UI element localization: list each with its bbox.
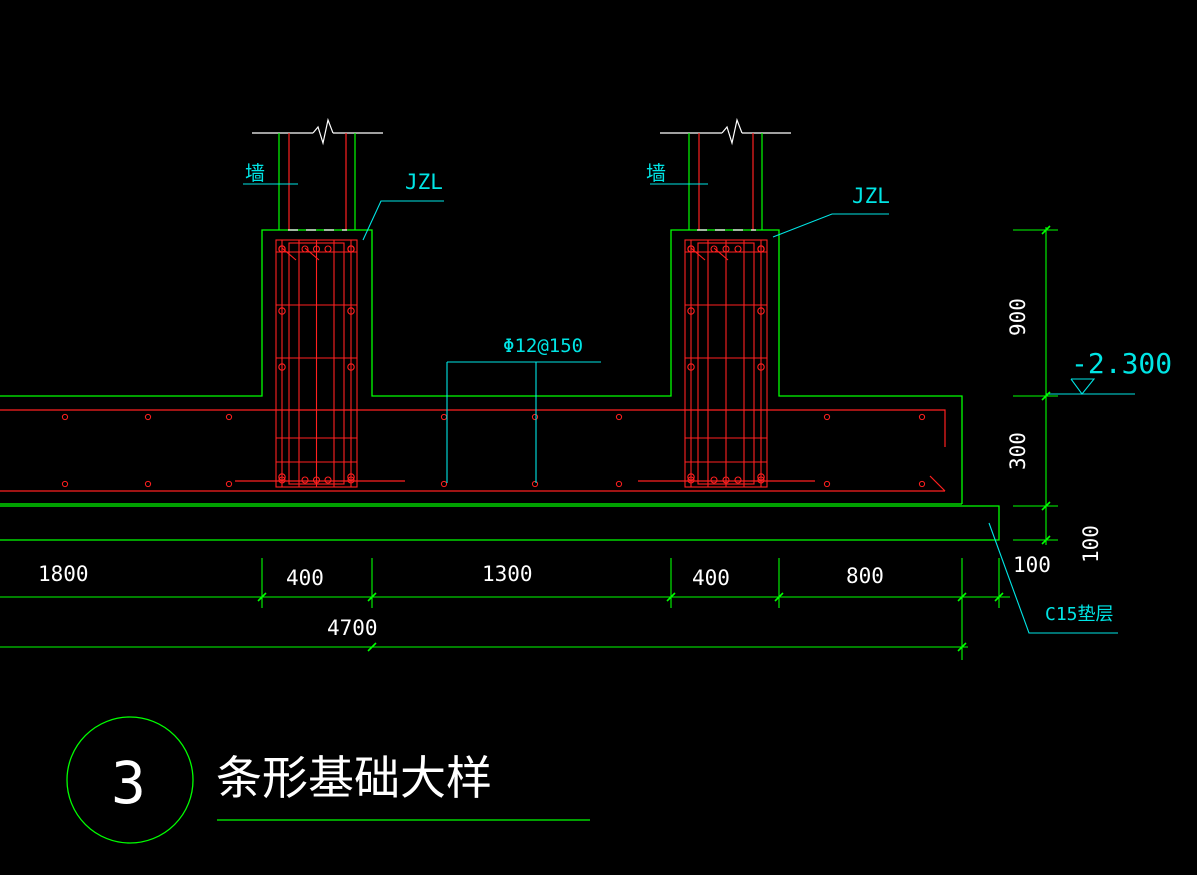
- pad-label: C15垫层: [1045, 604, 1114, 625]
- beam-cage-right: [684, 239, 768, 488]
- slab-rebar-dots: [61, 413, 926, 488]
- wall-stubs: [252, 117, 791, 231]
- cage-dot: [734, 245, 742, 253]
- cage-dot: [757, 245, 765, 253]
- stirrup-hook: [713, 247, 729, 261]
- rebar-dot: [615, 480, 623, 488]
- cage-dot: [301, 245, 309, 253]
- cage-dot: [710, 476, 718, 484]
- dim-300: 300: [1006, 432, 1030, 470]
- cage-dot: [278, 363, 286, 371]
- cage-dot: [278, 245, 286, 253]
- cage-dot: [734, 476, 742, 484]
- cage-dot: [757, 476, 765, 484]
- rebar-dot: [61, 413, 69, 421]
- cage-dot: [347, 307, 355, 315]
- annotation-labels: 墙 墙 JZL JZL Φ12@150 -2.300 C15垫层: [245, 161, 1172, 625]
- cage-dot: [687, 473, 695, 481]
- cage-dot: [687, 476, 695, 484]
- dim-900: 900: [1006, 298, 1030, 336]
- rebar-dot: [531, 480, 539, 488]
- rebar-dot: [144, 480, 152, 488]
- cage-dot: [347, 245, 355, 253]
- c15-pad-outline: [0, 505, 1000, 541]
- cage-dot: [278, 473, 286, 481]
- cage-dot: [687, 307, 695, 315]
- rebar-dot: [440, 413, 448, 421]
- rebar-dot: [615, 413, 623, 421]
- cage-dot: [278, 476, 286, 484]
- stirrup-hook: [690, 247, 706, 261]
- cage-dot: [312, 476, 321, 484]
- wall-label-right: 墙: [646, 161, 666, 185]
- rebar-dot: [918, 413, 926, 421]
- rebar-dot: [144, 413, 152, 421]
- cage-dot: [301, 476, 309, 484]
- rebar-label: Φ12@150: [503, 335, 583, 357]
- dim-100-right: 100: [1079, 525, 1103, 563]
- cage-dot: [722, 476, 730, 484]
- beam-label-right: JZL: [852, 184, 890, 208]
- rebar-dot: [440, 480, 448, 488]
- dim-400-right: 400: [692, 566, 730, 590]
- cage-dot: [324, 245, 332, 253]
- dimension-lines: [0, 227, 1058, 660]
- elevation-label: -2.300: [1071, 347, 1172, 380]
- cage-dot: [757, 473, 765, 481]
- rebar-dot: [61, 480, 69, 488]
- detail-title: 条形基础大样: [216, 751, 492, 805]
- rebar-dot: [531, 413, 539, 421]
- rebar-dot: [823, 480, 831, 488]
- dim-100-bottom: 100: [1013, 553, 1051, 577]
- stirrup-hook: [281, 247, 297, 261]
- beam-cage-left: [275, 239, 358, 488]
- dim-1300: 1300: [482, 562, 533, 586]
- rebar-dot: [225, 480, 233, 488]
- dim-4700: 4700: [327, 616, 378, 640]
- rebar-dot: [918, 480, 926, 488]
- cage-dot: [278, 307, 286, 315]
- cage-dot: [710, 245, 718, 253]
- cage-dot: [347, 363, 355, 371]
- detail-number: 3: [111, 749, 146, 817]
- dimension-ticks: [257, 225, 1051, 652]
- detail-number-circle: [66, 716, 194, 844]
- foundation-outline: [0, 229, 1000, 541]
- beam-label-left: JZL: [405, 170, 443, 194]
- dim-1800: 1800: [38, 562, 89, 586]
- stirrup-hook: [304, 247, 320, 261]
- dimension-labels: 1800 400 1300 400 800 100 4700 900 300 1…: [38, 298, 1103, 640]
- leaders: [243, 183, 1135, 634]
- cage-dot: [347, 476, 355, 484]
- cage-dot: [687, 245, 695, 253]
- detail-title-block: 3 条形基础大样: [66, 716, 590, 844]
- cage-dot: [757, 363, 765, 371]
- cage-dot: [722, 245, 730, 253]
- cage-dot: [312, 245, 321, 253]
- cage-dot: [324, 476, 332, 484]
- cage-dot: [347, 473, 355, 481]
- wall-label-left: 墙: [245, 161, 265, 185]
- rebar-dot: [823, 413, 831, 421]
- dim-800: 800: [846, 564, 884, 588]
- cage-dot: [687, 363, 695, 371]
- slab-rebar: [0, 409, 946, 492]
- foundation-profile: [0, 229, 963, 504]
- dim-400-left: 400: [286, 566, 324, 590]
- cage-dot: [757, 307, 765, 315]
- rebar-dot: [225, 413, 233, 421]
